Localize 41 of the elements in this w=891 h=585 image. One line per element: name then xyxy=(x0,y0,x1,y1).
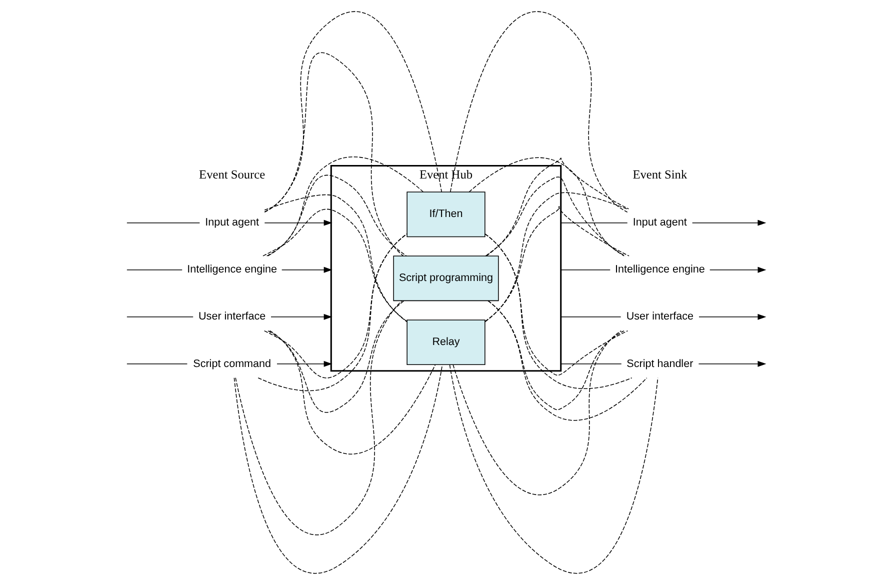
arrow xyxy=(708,266,766,273)
connector xyxy=(126,316,193,318)
connector xyxy=(487,300,624,410)
node-text: User interface xyxy=(198,310,266,323)
label: Event Source xyxy=(198,168,265,182)
node-text: Intelligence engine xyxy=(614,264,704,276)
node-text: Input agent xyxy=(632,216,686,229)
connector xyxy=(560,222,628,224)
connector xyxy=(264,52,404,256)
arrow xyxy=(264,220,332,226)
connector xyxy=(560,269,610,270)
connector xyxy=(449,12,628,213)
node-box: If/Then xyxy=(406,192,485,238)
connector xyxy=(126,269,182,270)
connector xyxy=(267,156,424,256)
arrow xyxy=(280,266,332,273)
arrow xyxy=(691,220,766,226)
node-box: Relay xyxy=(406,320,485,366)
arrow xyxy=(698,360,766,367)
arrow xyxy=(270,314,332,320)
node-box: Script programming xyxy=(392,256,498,302)
connector xyxy=(233,364,442,574)
connector xyxy=(264,12,442,213)
connector xyxy=(452,330,622,496)
node-text: User interface xyxy=(626,310,693,323)
connector xyxy=(484,176,626,256)
connector xyxy=(487,300,647,421)
connector xyxy=(234,300,402,535)
arrow xyxy=(276,360,332,367)
connector xyxy=(266,175,406,256)
connector xyxy=(267,300,404,413)
node-text: Script handler xyxy=(626,358,693,370)
node-text: Script command xyxy=(192,358,271,370)
connector xyxy=(448,364,658,574)
connector xyxy=(268,330,436,454)
node-text: Intelligence engine xyxy=(186,264,277,276)
connector xyxy=(560,316,621,318)
arrow xyxy=(698,314,766,320)
node-text: Input agent xyxy=(204,216,259,229)
label: Event Sink xyxy=(632,168,687,182)
connector xyxy=(126,222,200,224)
